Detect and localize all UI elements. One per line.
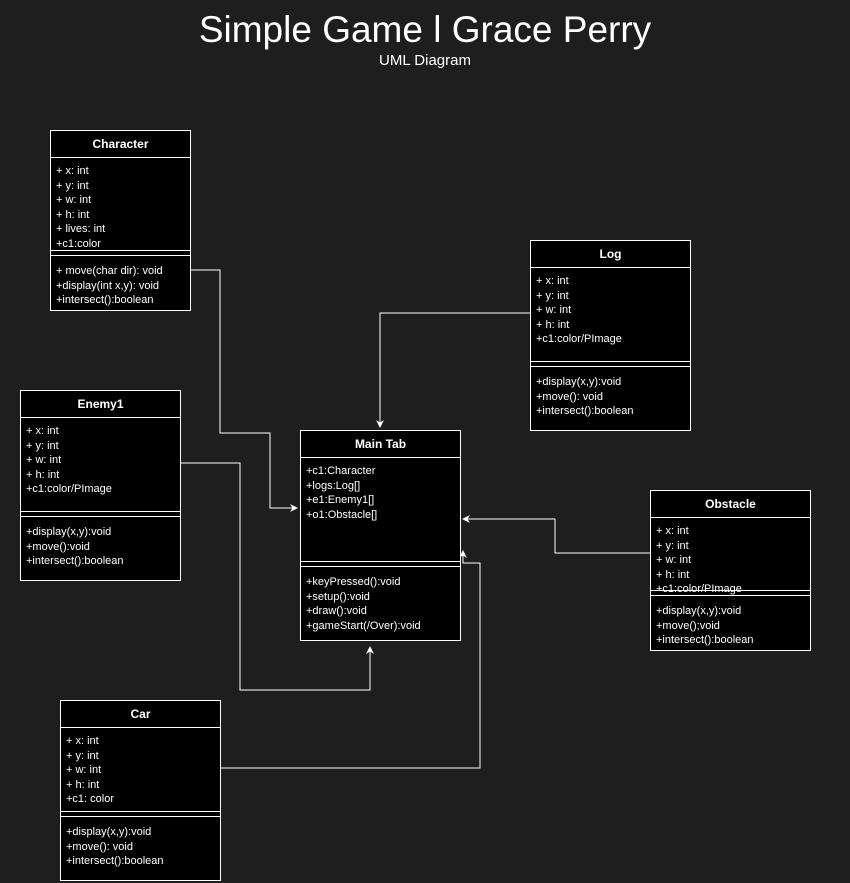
attribute: + w: int: [56, 194, 92, 206]
class-divider: [651, 590, 810, 596]
class-car[interactable]: Car + x: int + y: int + w: int + h: int …: [60, 700, 221, 881]
attribute: + y: int: [536, 289, 569, 302]
attribute: + y: int: [66, 749, 99, 762]
class-methods: +display(x,y):void +move():void +interse…: [21, 521, 129, 569]
class-methods: +keyPressed():void +setup():void +draw()…: [301, 571, 426, 633]
class-name: Enemy1: [21, 391, 180, 418]
diagram-title: Simple Game l Grace Perry: [198, 9, 652, 50]
attribute: + w: int: [66, 764, 102, 776]
method: +move():void: [26, 540, 90, 553]
connector-car-to-main: [220, 550, 481, 769]
class-methods: +display(x,y):void +move();void +interse…: [651, 600, 759, 648]
attribute: + x: int: [26, 425, 59, 437]
class-log[interactable]: Log + x: int + y: int + w: int + h: int …: [530, 240, 691, 431]
class-attributes: + x: int + y: int + w: int + h: int + li…: [51, 158, 190, 252]
class-name: Character: [51, 131, 190, 158]
diagram-subtitle: UML Diagram: [379, 52, 471, 69]
attribute: + h: int: [26, 468, 60, 481]
class-divider: [21, 511, 180, 517]
method: +display(x,y):void: [656, 605, 742, 617]
attribute: + y: int: [56, 179, 89, 192]
class-methods: + move(char dir): void +display(int x,y)…: [51, 260, 168, 308]
method: +display(int x,y): void: [56, 279, 160, 292]
attribute: + w: int: [536, 304, 572, 316]
attribute: +c1:color/PImage: [26, 483, 112, 495]
class-divider: [531, 361, 690, 367]
class-character[interactable]: Character + x: int + y: int + w: int + h…: [50, 130, 191, 311]
attribute: +logs:Log[]: [306, 479, 361, 492]
attribute: + w: int: [656, 554, 692, 566]
attribute: + x: int: [56, 165, 89, 177]
method: +move();void: [656, 619, 720, 632]
connector-character-to-main: [190, 269, 298, 512]
attribute: +c1:Character: [306, 465, 376, 477]
attribute: + y: int: [656, 539, 689, 552]
attribute: + h: int: [656, 568, 690, 581]
attribute: +c1:color/PImage: [656, 583, 742, 595]
class-attributes: + x: int + y: int + w: int + h: int +c1:…: [651, 518, 810, 596]
class-name: Log: [531, 241, 690, 268]
class-divider: [61, 811, 220, 817]
method: +move(): void: [536, 390, 603, 403]
class-attributes: + x: int + y: int + w: int + h: int +c1:…: [21, 418, 180, 504]
class-attributes: +c1:Character +logs:Log[] +e1:Enemy1[] +…: [301, 458, 460, 564]
attribute: + x: int: [66, 735, 99, 747]
attribute: +e1:Enemy1[]: [306, 494, 375, 506]
method: +display(x,y):void: [26, 526, 112, 538]
class-divider: [51, 250, 190, 256]
class-attributes: + x: int + y: int + w: int + h: int +c1:…: [61, 728, 220, 814]
method: +draw():void: [306, 605, 367, 617]
attribute: +o1:Obstacle[]: [306, 508, 378, 521]
attribute: +c1: color: [66, 793, 114, 805]
class-attributes: + x: int + y: int + w: int + h: int +c1:…: [531, 268, 690, 354]
attribute: + x: int: [536, 275, 569, 287]
class-enemy1[interactable]: Enemy1 + x: int + y: int + w: int + h: i…: [20, 390, 181, 581]
method: +intersect():boolean: [66, 855, 164, 867]
connector-log-to-main: [376, 312, 530, 428]
method: +intersect():boolean: [656, 634, 754, 646]
connector-obstacle-to-main: [462, 515, 650, 554]
attribute: +c1:color/PImage: [536, 333, 622, 345]
connector-enemy1-to-main: [180, 462, 374, 691]
class-name: Main Tab: [301, 431, 460, 458]
class-divider: [301, 561, 460, 567]
class-obstacle[interactable]: Obstacle + x: int + y: int + w: int + h:…: [650, 490, 811, 651]
method: +intersect():boolean: [56, 294, 154, 306]
class-name: Car: [61, 701, 220, 728]
method: +keyPressed():void: [306, 576, 401, 588]
attribute: + lives: int: [56, 223, 106, 235]
attribute: + h: int: [56, 208, 90, 221]
class-methods: +display(x,y):void +move(): void +inters…: [61, 821, 169, 869]
method: +gameStart(/Over):void: [306, 619, 421, 632]
class-main-tab[interactable]: Main Tab +c1:Character +logs:Log[] +e1:E…: [300, 430, 461, 641]
method: +setup():void: [306, 590, 370, 603]
class-methods: +display(x,y):void +move(): void +inters…: [531, 371, 639, 419]
method: +intersect():boolean: [26, 555, 124, 567]
method: +intersect():boolean: [536, 405, 634, 417]
attribute: + x: int: [656, 525, 689, 537]
attribute: + h: int: [66, 778, 100, 791]
class-name: Obstacle: [651, 491, 810, 518]
method: + move(char dir): void: [56, 265, 163, 277]
method: +display(x,y):void: [536, 376, 622, 388]
attribute: + h: int: [536, 318, 570, 331]
attribute: + y: int: [26, 439, 59, 452]
attribute: +c1:color: [56, 237, 101, 250]
method: +move(): void: [66, 840, 133, 853]
attribute: + w: int: [26, 454, 62, 466]
method: +display(x,y):void: [66, 826, 152, 838]
